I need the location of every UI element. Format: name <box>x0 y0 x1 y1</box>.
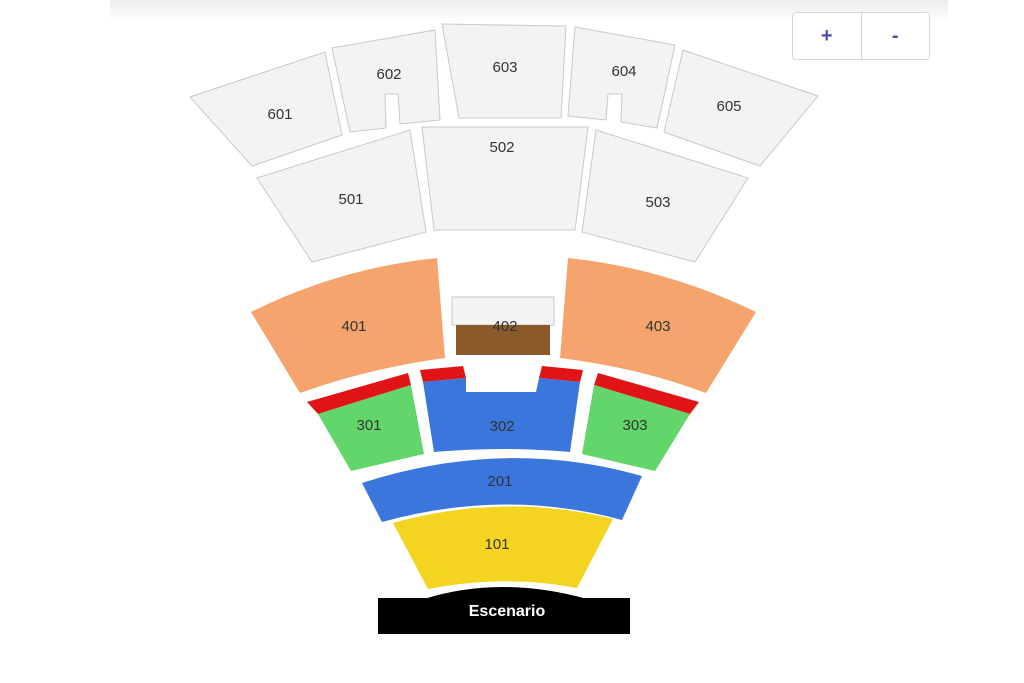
section-302-label: 302 <box>489 418 514 435</box>
section-502-label: 502 <box>489 139 514 156</box>
section-301-label: 301 <box>356 417 381 434</box>
edge-303 <box>594 373 699 414</box>
section-301[interactable]: 301 <box>318 385 424 471</box>
section-501[interactable]: 501 <box>256 129 427 263</box>
section-201-label: 201 <box>487 473 512 490</box>
section-401-label: 401 <box>341 318 366 335</box>
section-402-label: 402 <box>492 318 517 335</box>
edge-301 <box>307 373 411 414</box>
zoom-in-button[interactable]: + <box>793 13 861 59</box>
section-601-label: 601 <box>267 106 292 123</box>
section-602-label: 602 <box>376 66 401 83</box>
section-303[interactable]: 303 <box>582 385 690 471</box>
top-shade <box>110 0 948 22</box>
section-302[interactable]: 302 <box>423 378 580 452</box>
edge-302-left <box>420 366 466 382</box>
section-403-label: 403 <box>645 318 670 335</box>
section-503-label: 503 <box>645 194 670 211</box>
section-101-label: 101 <box>484 536 509 553</box>
zoom-controls: + - <box>792 12 930 60</box>
section-501-label: 501 <box>338 191 363 208</box>
section-604[interactable]: 604 <box>567 26 676 129</box>
section-303-label: 303 <box>622 417 647 434</box>
stage: Escenario <box>378 587 630 634</box>
section-605[interactable]: 605 <box>663 49 819 167</box>
section-605-label: 605 <box>716 98 741 115</box>
zoom-out-button[interactable]: - <box>860 13 929 59</box>
section-401[interactable]: 401 <box>251 258 445 393</box>
section-201[interactable]: 201 <box>362 458 642 522</box>
section-603-label: 603 <box>492 59 517 76</box>
section-604-label: 604 <box>611 63 636 80</box>
section-502[interactable]: 502 <box>421 126 589 231</box>
stage-label: Escenario <box>469 603 546 620</box>
section-402[interactable]: 402 <box>451 296 555 355</box>
section-403[interactable]: 403 <box>560 258 756 393</box>
section-101[interactable]: 101 <box>393 506 613 589</box>
section-503[interactable]: 503 <box>581 129 749 263</box>
section-603[interactable]: 603 <box>441 23 567 119</box>
edge-302-right <box>539 366 583 382</box>
section-601[interactable]: 601 <box>189 51 343 167</box>
section-602[interactable]: 602 <box>331 29 441 133</box>
